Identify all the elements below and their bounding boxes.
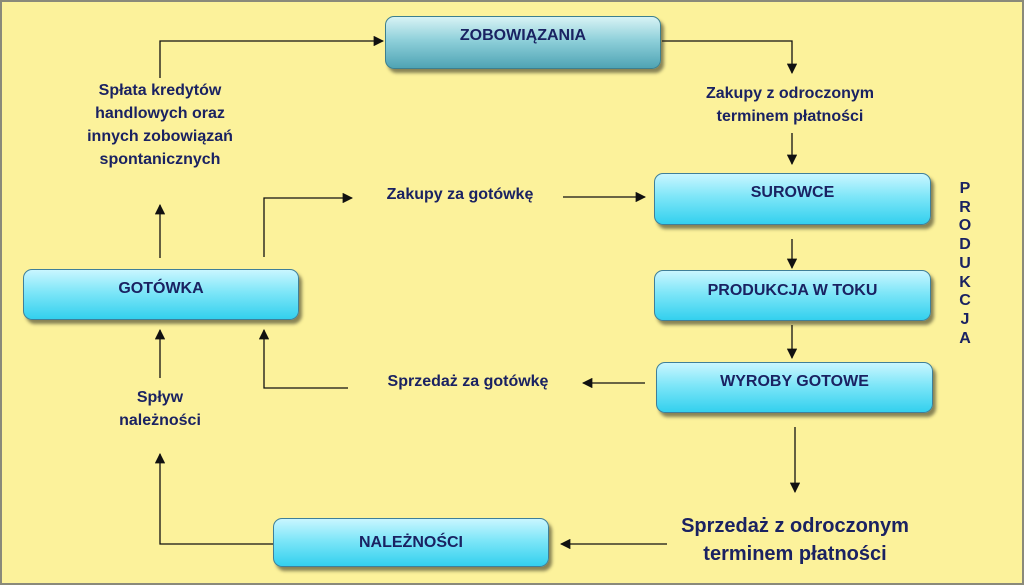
arrow-naleznosci-to-splyw <box>154 452 273 545</box>
gotowka-box: GOTÓWKA <box>23 269 299 320</box>
zakupy-gotowka-label: Zakupy za gotówkę <box>386 186 534 203</box>
surowce-label: SUROWCE <box>750 184 835 201</box>
sprzedaz-odroczona-label: Sprzedaż z odroczonym terminem płatności <box>681 515 909 565</box>
arrow-gotowka-to-zakupy-gotowka <box>263 192 354 257</box>
wyroby-gotowe-box: WYROBY GOTOWE <box>656 362 933 413</box>
zobowiazania-box: ZOBOWIĄZANIA <box>385 16 661 69</box>
arrow-zobowiazania-to-zakupy <box>662 40 798 75</box>
wyroby-gotowe-label: WYROBY GOTOWE <box>720 373 869 390</box>
surowce-box: SUROWCE <box>654 173 931 225</box>
produkcja-w-toku-label: PRODUKCJA W TOKU <box>707 282 878 299</box>
naleznosci-label: NALEŻNOŚCI <box>359 533 463 551</box>
produkcja-w-toku-box: PRODUKCJA W TOKU <box>654 270 931 321</box>
produkcja-vertical-label: PRODUKCJA <box>958 180 972 347</box>
sprzedaz-gotowka-label: Sprzedaż za gotówkę <box>387 373 549 390</box>
splyw-label: Spływ należności <box>119 389 201 429</box>
arrow-splata-to-zobowiazania <box>159 35 385 78</box>
arrow-sprzedaz-gotowka-to-gotowka <box>258 328 348 389</box>
splata-label: Spłata kredytów handlowych oraz innych z… <box>87 82 233 168</box>
zakupy-odroczone-label: Zakupy z odroczonym terminem płatności <box>705 85 875 125</box>
naleznosci-box: NALEŻNOŚCI <box>273 518 549 567</box>
zobowiazania-label: ZOBOWIĄZANIA <box>459 27 587 44</box>
gotowka-label: GOTÓWKA <box>118 280 204 297</box>
